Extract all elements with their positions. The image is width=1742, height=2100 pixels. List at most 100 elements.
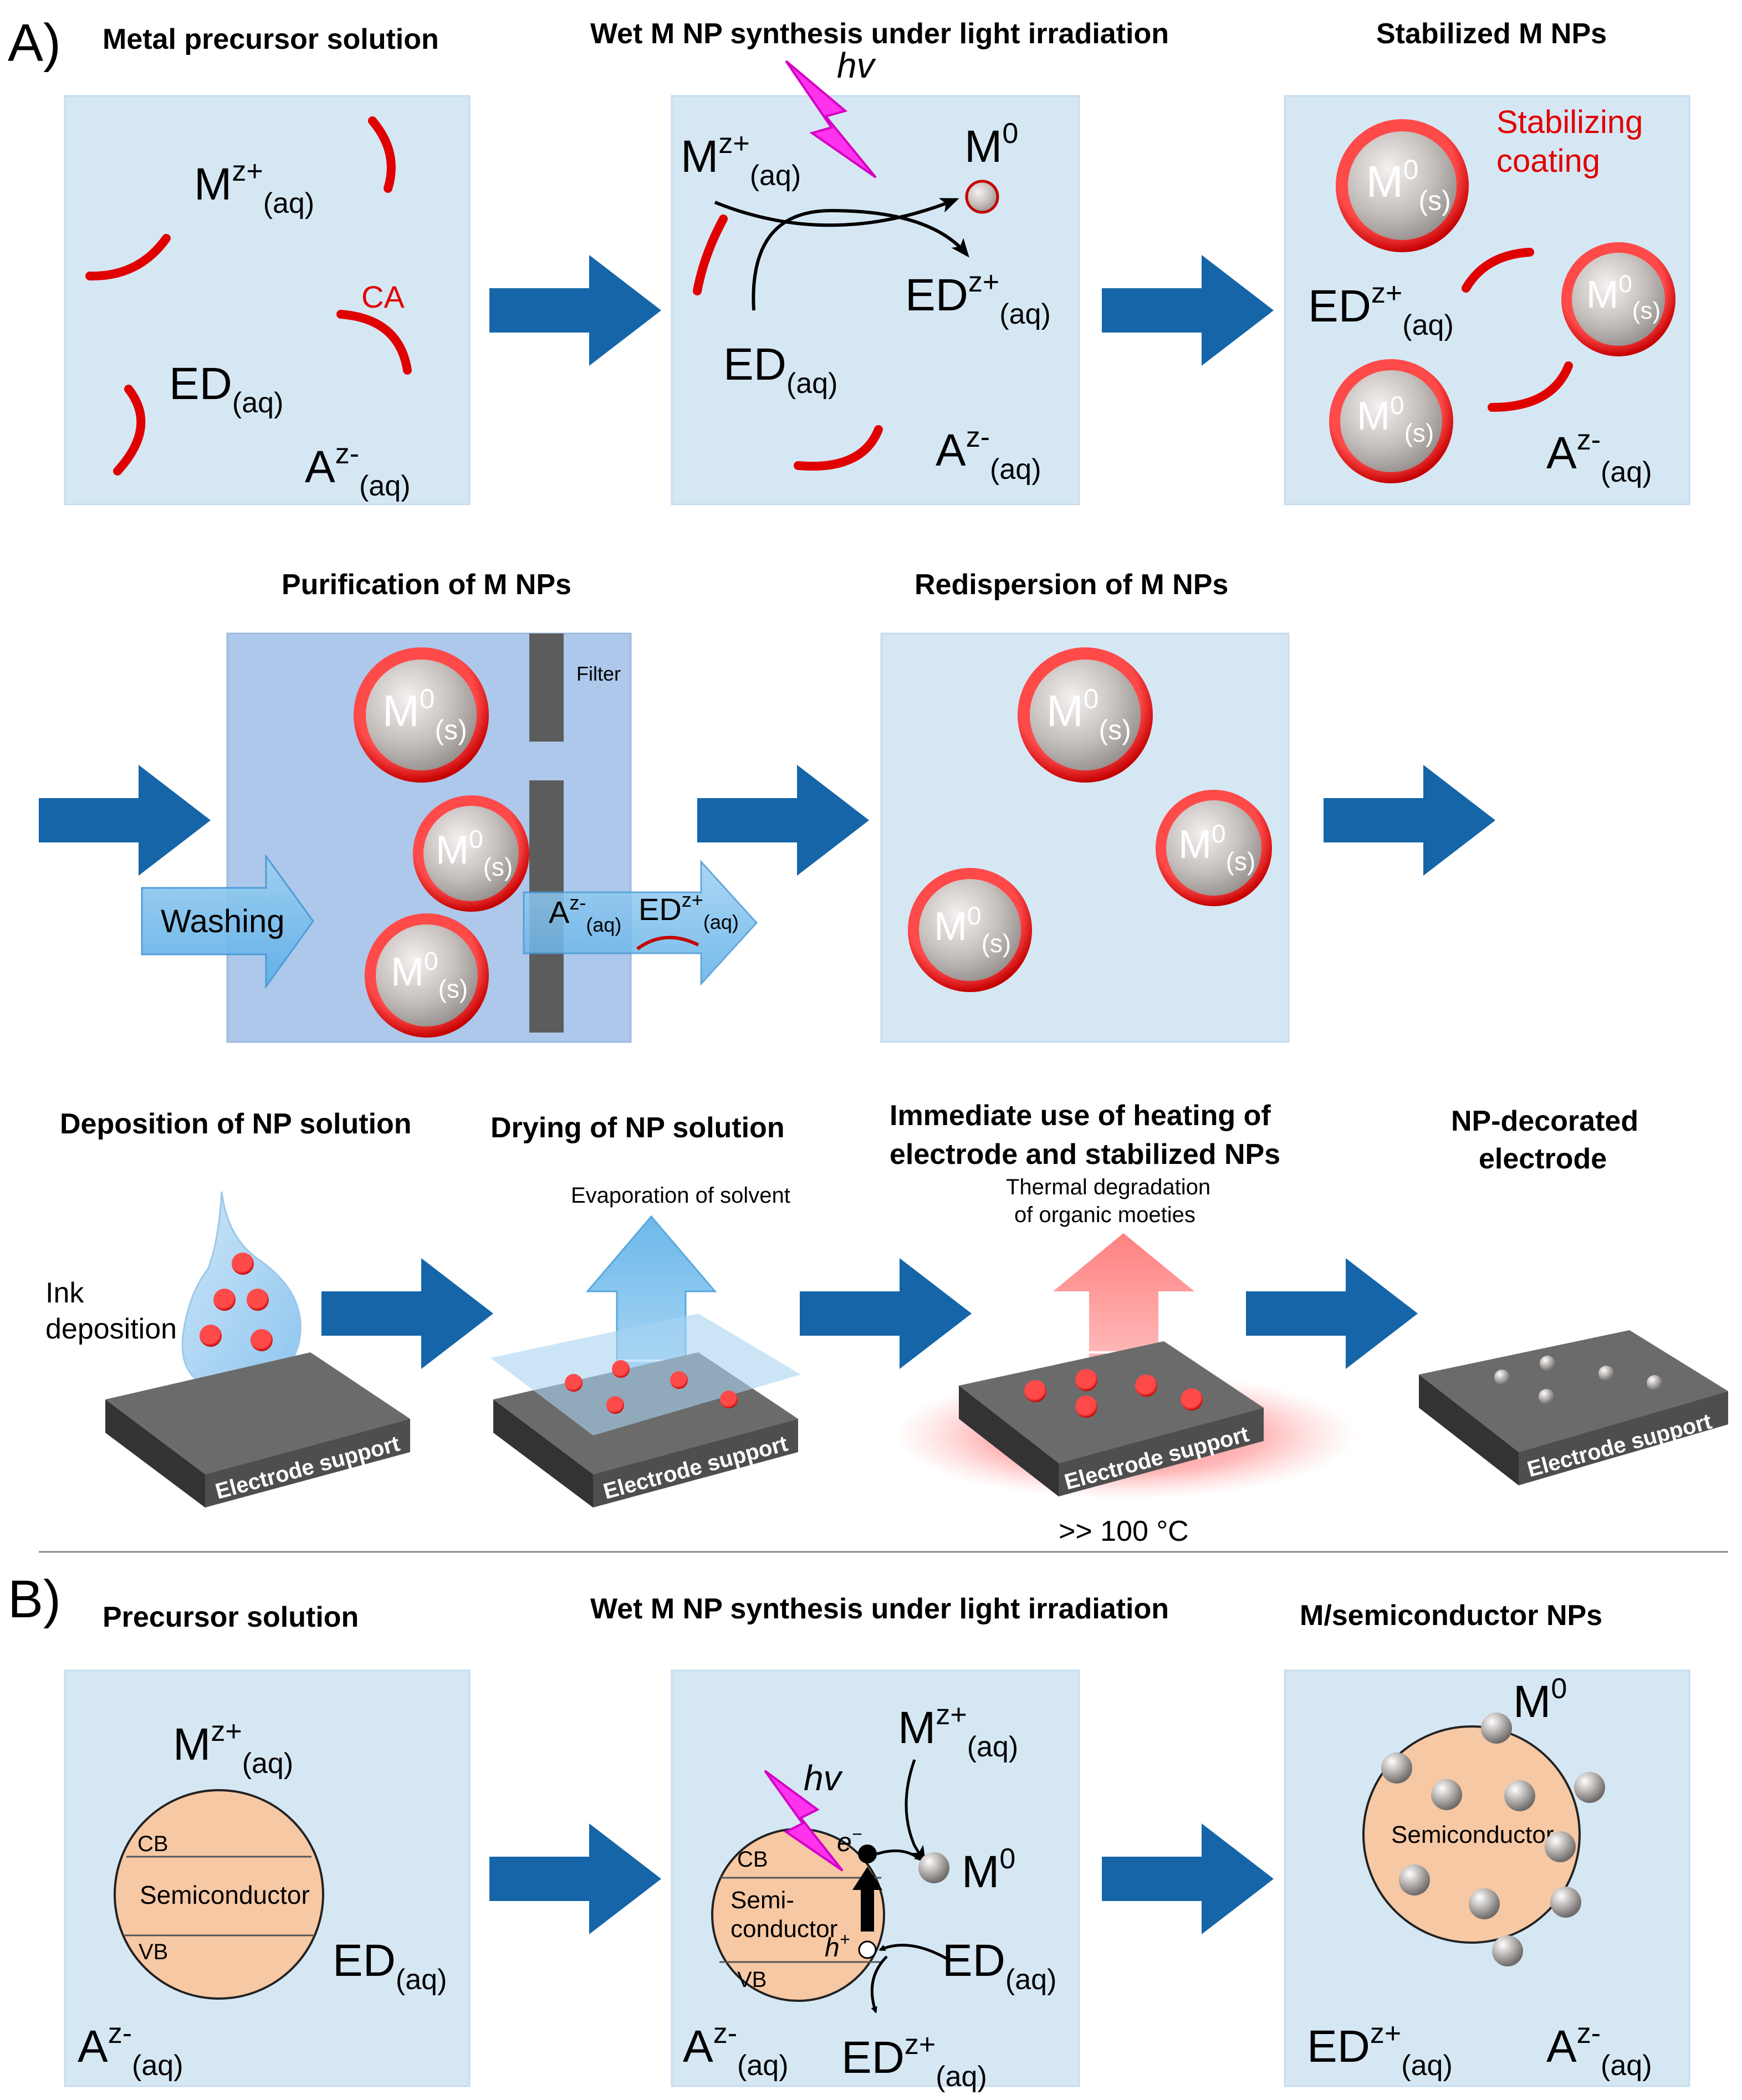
degradation-arrow [1053, 1233, 1194, 1372]
label-metal-ion: Mz+(aq) [173, 1715, 293, 1780]
metal-nanoparticle [1494, 1370, 1510, 1385]
capping-agent-strand [636, 936, 699, 951]
label-oxidized-donor: EDz+(aq) [1308, 277, 1454, 341]
stabilized-nanoparticle: M0(s) [1329, 359, 1453, 483]
ink-nanoparticle [251, 1329, 273, 1351]
label-temperature: >> 100 °C [1059, 1515, 1189, 1547]
box-stabilized: Stabilizing coating M0(s) M0(s) M0(s) ED… [1284, 95, 1690, 505]
metal-nanoparticle [965, 180, 999, 214]
excitation-arrow [861, 1887, 874, 1932]
label-oxidized-donor: EDz+(aq) [638, 888, 739, 933]
svg-text:conductor: conductor [730, 1915, 837, 1943]
metal-nanoparticle [1647, 1375, 1662, 1391]
stabilized-nanoparticle: M0(s) [354, 647, 489, 783]
filtrate-arrow [523, 860, 758, 986]
label-metal-ion: Mz+(aq) [194, 155, 314, 219]
ink-nanoparticle [247, 1289, 269, 1311]
title-wet-synthesis-b: Wet M NP synthesis under light irradiati… [590, 1593, 1169, 1625]
svg-text:M0(s): M0(s) [1357, 391, 1434, 447]
label-coating: coating [1496, 143, 1600, 179]
label-thermal-line2: of organic moeties [1014, 1203, 1196, 1227]
metal-nanoparticle [1469, 1888, 1500, 1919]
title-decorated-line2: electrode [1479, 1143, 1607, 1175]
solvent-film [491, 1314, 801, 1435]
svg-text:CB: CB [137, 1832, 168, 1856]
stabilized-nanoparticle: M0(s) [1561, 242, 1675, 356]
step-drying: Evaporation of solvent Electrode support [491, 1183, 801, 1508]
label-anion: Az-(aq) [936, 421, 1041, 486]
box-metal-precursor: Mz+(aq) ED(aq) Az-(aq) CA [64, 95, 471, 505]
step-decorated-electrode: Electrode support [1419, 1330, 1728, 1485]
process-arrow [489, 255, 661, 366]
svg-text:Semiconductor: Semiconductor [140, 1881, 310, 1909]
label-anion: Az-(aq) [1546, 424, 1652, 488]
label-anion: Az-(aq) [549, 891, 621, 936]
stabilized-nanoparticle: M0(s) [1018, 647, 1153, 783]
title-heating-line2: electrode and stabilized NPs [890, 1138, 1280, 1171]
title-purification: Purification of M NPs [282, 569, 571, 601]
film-nanoparticle [670, 1371, 688, 1389]
capping-agent-strand [85, 234, 171, 281]
ink-nanoparticle [200, 1325, 222, 1347]
reduction-arrow [714, 198, 959, 227]
svg-text:Semi-: Semi- [730, 1887, 794, 1914]
label-anion: Az-(aq) [1546, 2017, 1652, 2082]
label-electron: e− [837, 1824, 862, 1857]
svg-text:M0(s): M0(s) [1046, 683, 1131, 745]
label-filter: Filter [576, 662, 621, 685]
heated-nanoparticle [1075, 1396, 1097, 1418]
film-nanoparticle [720, 1391, 738, 1408]
svg-text:M0(s): M0(s) [934, 901, 1011, 958]
label-oxidized-donor: EDz+(aq) [905, 266, 1051, 330]
title-precursor-solution: Precursor solution [103, 1601, 359, 1633]
metal-nanoparticle [1481, 1713, 1512, 1744]
metal-nanoparticle [1540, 1356, 1555, 1371]
metal-nanoparticle [1539, 1389, 1554, 1404]
box-precursor-solution: Mz+(aq) CB VB Semiconductor ED(aq) Az-(a… [64, 1669, 471, 2087]
label-capping-agent: CA [361, 279, 405, 314]
electrode-support: Electrode support [105, 1352, 410, 1508]
stabilized-nanoparticle: M0(s) [1156, 790, 1272, 906]
metal-nanoparticle [1550, 1887, 1581, 1918]
metal-nanoparticle [1399, 1864, 1430, 1895]
label-hv: hv [837, 45, 877, 85]
light-bolt-icon [785, 60, 877, 178]
svg-text:VB: VB [737, 1968, 767, 1992]
panel-a-label: A) [8, 13, 61, 73]
label-anion: Az-(aq) [683, 2017, 789, 2082]
metal-nanoparticle [1381, 1752, 1412, 1784]
stabilized-nanoparticle: M0(s) [1336, 119, 1469, 252]
label-anion: Az-(aq) [305, 438, 411, 502]
title-drying: Drying of NP solution [491, 1112, 785, 1144]
label-metal0: M0 [962, 1843, 1015, 1897]
label-metal-ion: Mz+(aq) [681, 127, 801, 192]
stabilized-nanoparticle: M0(s) [413, 795, 529, 912]
oxidation-arrow [752, 208, 969, 311]
capping-agent-strand [1488, 361, 1573, 412]
metal-nanoparticle [1492, 1935, 1523, 1966]
capping-agent-strand [113, 385, 146, 476]
label-anion: Az-(aq) [78, 2017, 183, 2082]
donor-product-arrow [870, 1955, 888, 2014]
semiconductor-particle: CB VB Semi- conductor [711, 1828, 885, 2002]
light-bolt-icon [764, 1770, 844, 1872]
semiconductor-particle: CB VB Semiconductor [114, 1789, 324, 2000]
film-nanoparticle [606, 1396, 624, 1414]
ink-nanoparticle [232, 1253, 254, 1275]
metal-nanoparticle [1504, 1780, 1535, 1811]
film-nanoparticle [565, 1374, 583, 1392]
process-arrow [1102, 255, 1274, 366]
heated-nanoparticle [1135, 1375, 1157, 1397]
capping-agent-strand [693, 214, 728, 295]
title-m-semiconductor: M/semiconductor NPs [1300, 1600, 1602, 1632]
label-metal-ion: Mz+(aq) [898, 1699, 1018, 1763]
capping-agent-strand [336, 310, 412, 375]
svg-text:M0(s): M0(s) [436, 825, 513, 881]
film-nanoparticle [612, 1360, 630, 1378]
label-oxidized-donor: EDz+(aq) [841, 2029, 987, 2093]
label-thermal-line1: Thermal degradation [1006, 1175, 1210, 1199]
process-arrow [800, 1258, 972, 1369]
step-heating: Thermal degradation of organic moeties E… [892, 1175, 1358, 1547]
heated-nanoparticle [1075, 1369, 1097, 1391]
panel-b-label: B) [8, 1570, 61, 1629]
